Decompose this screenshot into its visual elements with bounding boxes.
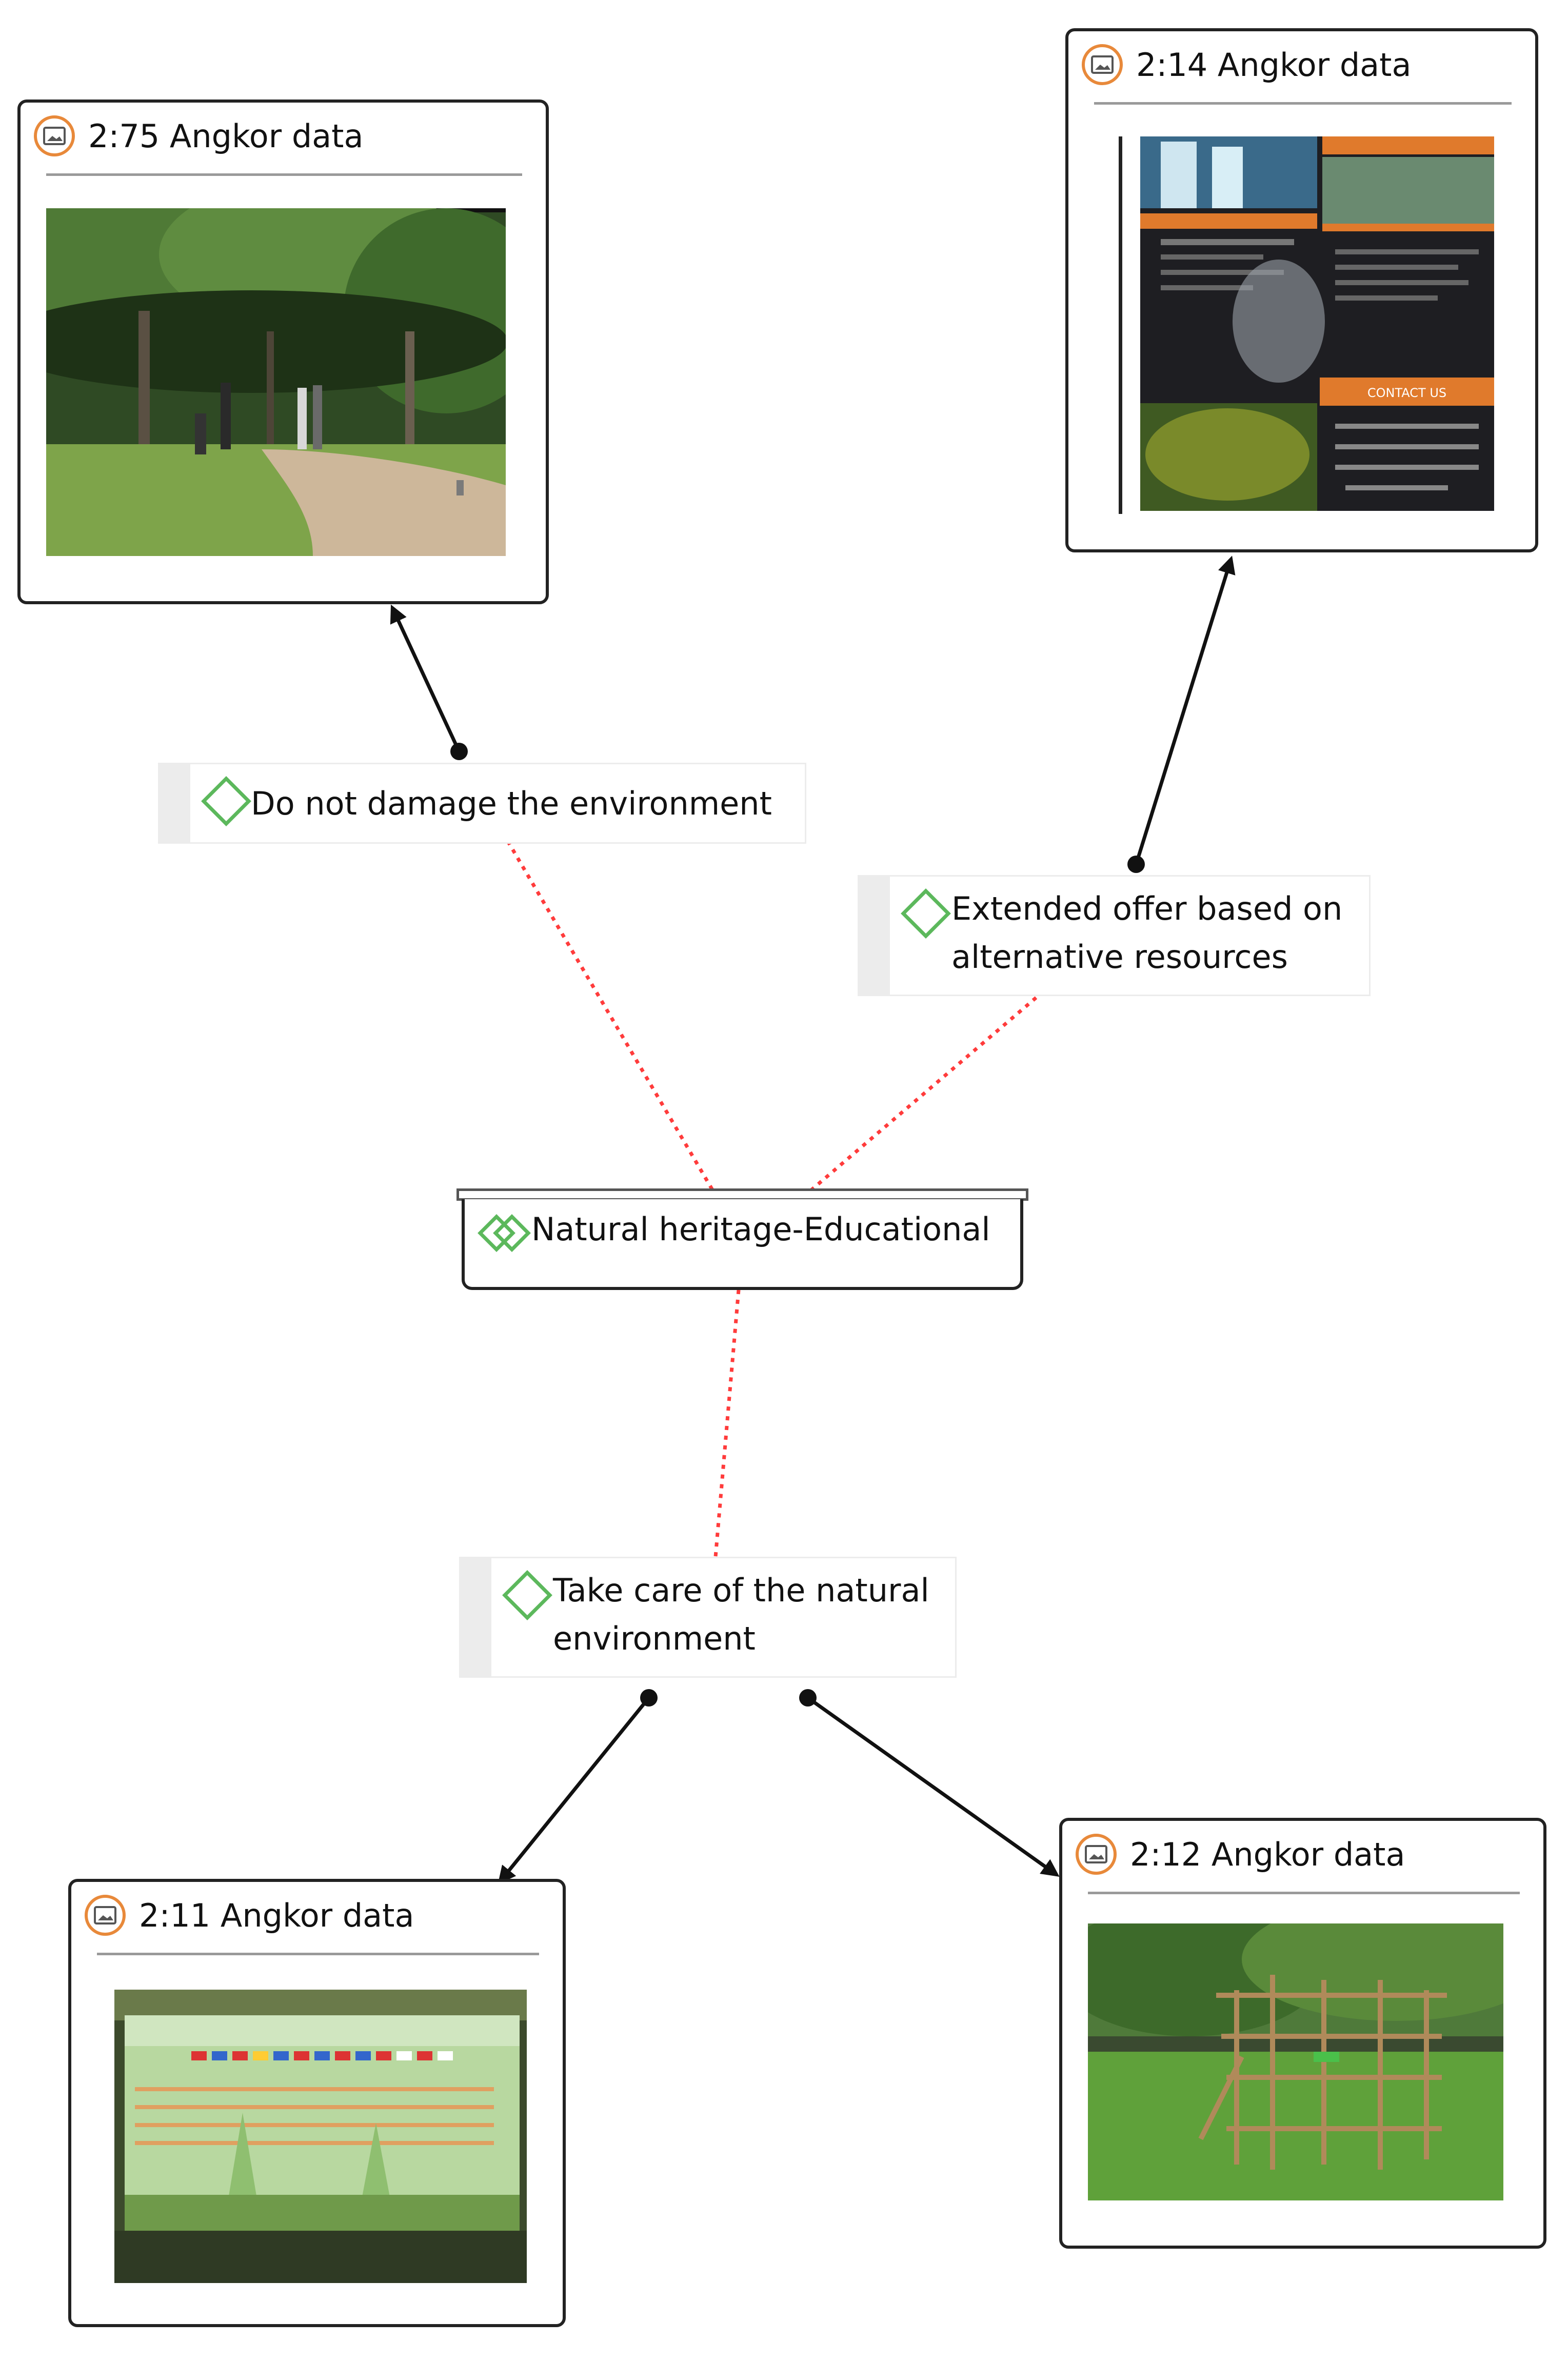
code-label-line1: Take care of the natural <box>553 1572 929 1609</box>
link-extended-to-doc214 <box>1134 555 1236 865</box>
photo-sign-with-flags <box>114 1990 527 2283</box>
brochure-heading: CONTACT US <box>1367 386 1446 400</box>
link-damage-to-center <box>506 840 718 1196</box>
code-label-line2: alternative resources <box>951 938 1288 976</box>
link-damage-to-doc275 <box>390 604 461 752</box>
link-care-to-doc212 <box>806 1696 1060 1877</box>
link-origin-dot <box>450 743 468 760</box>
doc-title: 2:14 Angkor data <box>1136 46 1412 84</box>
code-tab <box>461 1558 491 1676</box>
divider <box>46 173 522 176</box>
image-icon <box>34 115 75 156</box>
link-extended-to-center <box>804 996 1038 1197</box>
doc-header: 2:14 Angkor data <box>1082 42 1411 88</box>
link-origin-dot <box>799 1689 817 1707</box>
doc-header: 2:12 Angkor data <box>1076 1831 1405 1877</box>
link-care-to-doc211 <box>498 1696 650 1884</box>
image-icon <box>1076 1834 1117 1875</box>
diamond-code-icon <box>901 888 951 939</box>
image-icon <box>85 1895 126 1936</box>
center-node-top-bar <box>456 1188 1028 1201</box>
doc-node-2-12[interactable]: 2:12 Angkor data <box>1059 1818 1546 2249</box>
code-node-extended-offer[interactable]: Extended offer based on alternative reso… <box>858 875 1371 996</box>
code-tab <box>160 764 190 842</box>
vertical-rule <box>1119 136 1122 514</box>
code-node-take-care[interactable]: Take care of the natural environment <box>459 1557 957 1678</box>
image-icon <box>1082 44 1123 85</box>
doc-node-2-75[interactable]: 2:75 Angkor data <box>17 100 549 604</box>
doc-title: 2:75 Angkor data <box>88 117 364 155</box>
doc-header: 2:11 Angkor data <box>85 1892 414 1938</box>
doc-node-2-14[interactable]: 2:14 Angkor data CONTACT US <box>1065 28 1538 552</box>
divider <box>1094 102 1512 105</box>
divider <box>97 1953 539 1955</box>
code-label-line2: environment <box>553 1620 756 1657</box>
doc-header: 2:75 Angkor data <box>34 113 363 159</box>
link-center-to-care <box>713 1289 741 1557</box>
code-tab <box>859 877 890 995</box>
doc-node-2-11[interactable]: 2:11 Angkor data <box>68 1879 566 2327</box>
photo-tour-brochure: CONTACT US <box>1140 136 1494 511</box>
center-code-node[interactable]: Natural heritage-Educational <box>462 1199 1023 1290</box>
doc-title: 2:12 Angkor data <box>1130 1835 1405 1873</box>
link-origin-dot <box>1127 856 1145 873</box>
code-label: Do not damage the environment <box>251 785 772 822</box>
divider <box>1088 1892 1520 1894</box>
link-origin-dot <box>640 1689 658 1707</box>
photo-bamboo-structure <box>1088 1923 1503 2200</box>
doc-title: 2:11 Angkor data <box>139 1896 414 1934</box>
code-node-do-not-damage[interactable]: Do not damage the environment <box>158 763 806 844</box>
center-code-label: Natural heritage-Educational <box>531 1211 990 1248</box>
double-diamond-code-icon <box>478 1214 531 1252</box>
photo-park-path <box>46 208 506 556</box>
diamond-code-icon <box>201 776 251 826</box>
code-label-line1: Extended offer based on <box>951 890 1343 927</box>
diamond-code-icon <box>502 1570 552 1620</box>
